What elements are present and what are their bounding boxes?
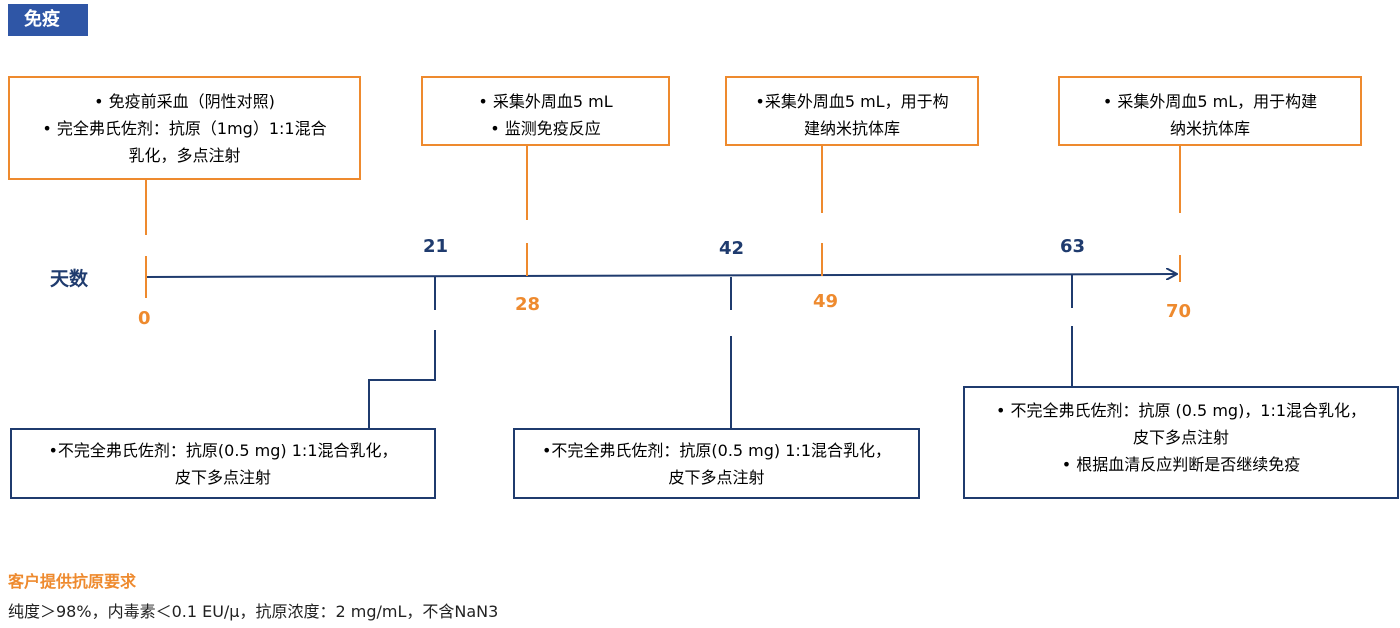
day-label-63: 63 — [1060, 236, 1086, 257]
requirements-text: 纯度＞98%，内毒素＜0.1 EU/μ，抗原浓度：2 mg/mL，不含NaN3 — [8, 602, 499, 621]
day-label-49: 49 — [813, 291, 839, 312]
step-line: •不完全弗氏佐剂：抗原(0.5 mg) 1:1混合乳化， — [48, 441, 398, 460]
step-line: • 监测免疫反应 — [490, 119, 601, 138]
step-line: 纳米抗体库 — [1169, 119, 1250, 138]
day-label-21: 21 — [423, 236, 449, 257]
step-box-day-70: • 采集外周血5 mL，用于构建 纳米抗体库 — [1058, 76, 1362, 146]
step-line: •不完全弗氏佐剂：抗原(0.5 mg) 1:1混合乳化， — [541, 441, 892, 460]
step-line: 乳化，多点注射 — [128, 146, 241, 165]
step-line: 皮下多点注射 — [668, 468, 765, 487]
step-line: 建纳米抗体库 — [803, 119, 900, 138]
step-line: • 采集外周血5 mL — [478, 92, 613, 111]
step-line: 皮下多点注射 — [1132, 428, 1229, 447]
step-line: • 根据血清反应判断是否继续免疫 — [1061, 455, 1301, 474]
step-line: • 完全弗氏佐剂：抗原（1mg）1:1混合 — [42, 119, 327, 138]
step-box-day-28: • 采集外周血5 mL • 监测免疫反应 — [421, 76, 670, 146]
step-line: • 免疫前采血（阴性对照) — [94, 92, 275, 111]
injection-box-day-63: • 不完全弗氏佐剂：抗原 (0.5 mg)，1:1混合乳化， 皮下多点注射 • … — [963, 386, 1399, 499]
injection-box-day-21: •不完全弗氏佐剂：抗原(0.5 mg) 1:1混合乳化， 皮下多点注射 — [10, 428, 436, 499]
injection-box-day-42: •不完全弗氏佐剂：抗原(0.5 mg) 1:1混合乳化， 皮下多点注射 — [513, 428, 920, 499]
connector-day-21 — [368, 330, 436, 428]
step-line: • 不完全弗氏佐剂：抗原 (0.5 mg)，1:1混合乳化， — [995, 401, 1367, 420]
step-line: •采集外周血5 mL，用于构 — [755, 92, 949, 111]
step-line: • 采集外周血5 mL，用于构建 — [1102, 92, 1318, 111]
day-label-70: 70 — [1166, 301, 1192, 322]
timeline-axis — [145, 274, 1176, 277]
day-label-28: 28 — [515, 294, 541, 315]
step-box-day-49: •采集外周血5 mL，用于构 建纳米抗体库 — [725, 76, 979, 146]
section-title: 免疫 — [8, 4, 88, 36]
axis-label: 天数 — [50, 268, 89, 290]
requirements-title: 客户提供抗原要求 — [8, 572, 137, 591]
step-box-day-0: • 免疫前采血（阴性对照) • 完全弗氏佐剂：抗原（1mg）1:1混合 乳化，多… — [8, 76, 361, 180]
day-label-0: 0 — [138, 308, 151, 329]
day-label-42: 42 — [719, 238, 745, 259]
step-line: 皮下多点注射 — [174, 468, 271, 487]
